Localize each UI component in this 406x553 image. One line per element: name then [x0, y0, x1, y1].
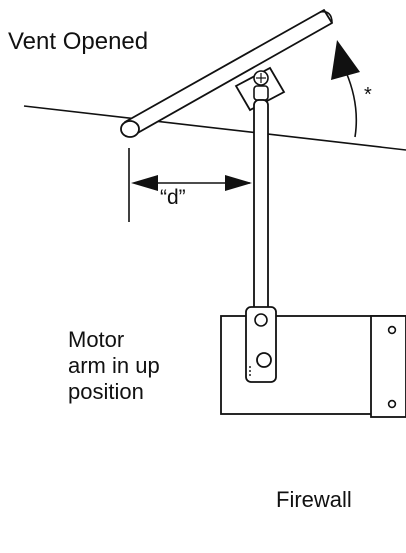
distance-label: “d”	[160, 186, 186, 209]
firewall-mount-plate	[370, 315, 406, 418]
motor-label-line-3: position	[68, 379, 144, 404]
rod-end-pivot	[254, 313, 268, 327]
angle-arc	[345, 71, 358, 138]
mount-hole-top	[387, 325, 397, 335]
vent-opened-label: Vent Opened	[8, 28, 149, 55]
firewall-label: Firewall	[276, 487, 352, 512]
motor-label-line-1: Motor	[68, 327, 125, 352]
push-rod	[253, 99, 269, 323]
angle-marker-label: *	[364, 84, 372, 106]
motor-shaft	[256, 352, 272, 368]
vent-panel	[124, 9, 333, 136]
motor-arm-label: Motor arm in up position	[68, 327, 160, 405]
reference-line	[23, 105, 406, 151]
motor-label-line-2: arm in up	[68, 353, 160, 378]
vent-hinge-end	[120, 120, 140, 138]
mount-hole-bottom	[387, 399, 397, 409]
angle-arrowhead	[331, 40, 360, 80]
